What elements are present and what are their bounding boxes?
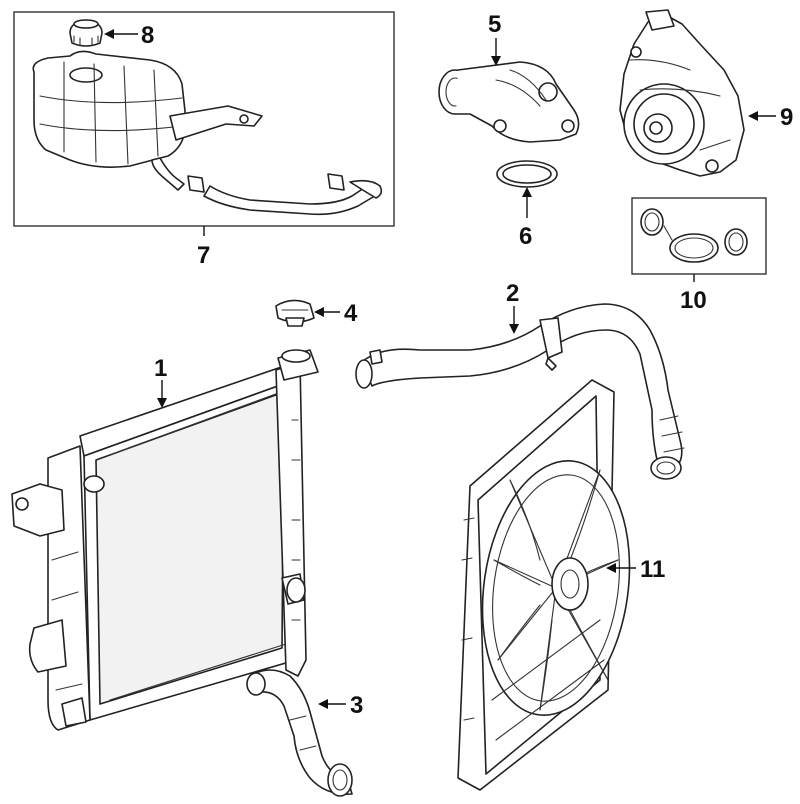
reservoir-cap-part <box>69 19 103 47</box>
upper-radiator-hose-part <box>355 303 685 480</box>
callout-1: 1 <box>154 355 167 382</box>
water-pump-seals-part <box>640 208 748 263</box>
callout-4: 4 <box>344 300 358 327</box>
cooling-fan-part <box>457 379 631 791</box>
thermostat-gasket-part <box>496 160 558 188</box>
callout-11: 11 <box>640 556 665 583</box>
callout-7: 7 <box>197 242 210 269</box>
callout-5: 5 <box>488 11 501 38</box>
callout-6: 6 <box>519 223 532 250</box>
radiator-part <box>11 349 319 731</box>
callout-10: 10 <box>680 287 707 314</box>
callout-3: 3 <box>350 692 363 719</box>
coolant-reservoir-part <box>32 50 383 216</box>
lower-radiator-hose-part <box>246 669 353 797</box>
water-pump-seal-kit-frame <box>631 197 767 275</box>
callout-2: 2 <box>506 280 519 307</box>
thermostat-housing-part <box>438 61 580 143</box>
water-pump-part <box>619 9 745 177</box>
radiator-cap-part <box>275 299 315 327</box>
callout-9: 9 <box>780 104 793 131</box>
callout-8: 8 <box>141 22 154 49</box>
